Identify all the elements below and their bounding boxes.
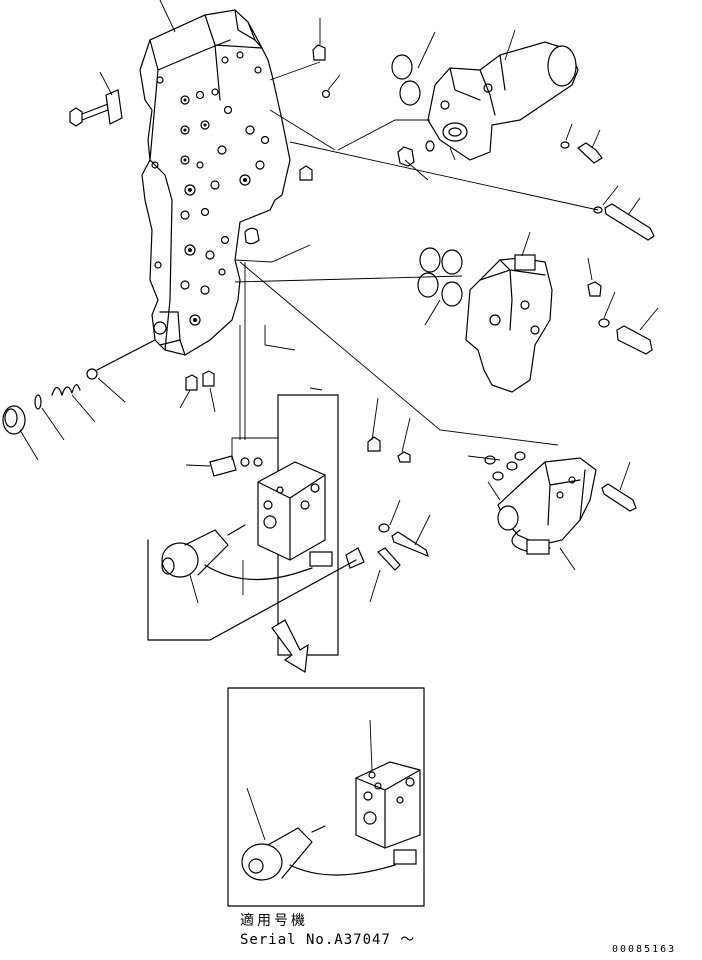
center-valve-block: [209, 394, 429, 656]
inset-box: [227, 687, 425, 907]
leader-lines: [19, 0, 659, 604]
priority-valve: [465, 254, 553, 393]
applicable-machine-label: 適用号機: [240, 913, 308, 929]
solenoid-seals: [391, 54, 655, 241]
solenoid-valve-seals: [484, 451, 637, 512]
valve-plugs: [185, 44, 331, 391]
mounting-bolt-left: [69, 89, 123, 127]
proportional-solenoid: [147, 524, 357, 641]
direction-arrow: [271, 619, 309, 673]
solenoid-valve-assembly: [497, 457, 597, 555]
main-valve-body: [139, 9, 291, 356]
priority-valve-seals: [417, 247, 653, 355]
drawing-code: 00085163: [612, 944, 677, 955]
plug-spring-ball: [2, 339, 156, 435]
solenoid-motor: [427, 41, 579, 161]
serial-number-label: Serial No.A37047 〜: [240, 932, 416, 948]
